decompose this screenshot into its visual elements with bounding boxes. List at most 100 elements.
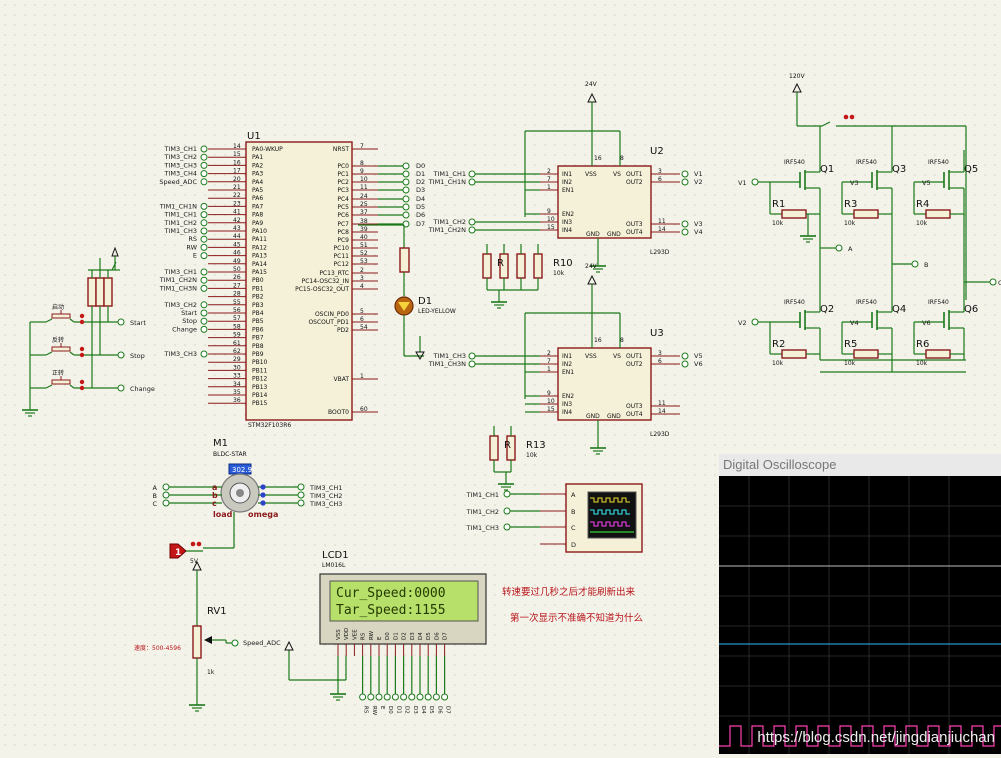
terminal[interactable] [402,195,410,203]
terminal[interactable] [835,244,843,252]
oscilloscope-title[interactable]: Digital Oscilloscope [719,454,1001,476]
terminal[interactable] [117,351,125,359]
terminal[interactable] [367,693,375,701]
terminal[interactable] [408,693,416,701]
pin-number: 36 [233,397,241,404]
terminal[interactable] [402,186,410,194]
terminal[interactable] [468,218,476,226]
terminal[interactable] [200,178,208,186]
terminal[interactable] [200,284,208,292]
terminal[interactable] [162,491,170,499]
terminal[interactable] [200,145,208,153]
terminal[interactable] [200,252,208,260]
terminal[interactable] [681,178,689,186]
terminal[interactable] [989,278,997,286]
terminal[interactable] [200,170,208,178]
terminal[interactable] [402,211,410,219]
terminal[interactable] [400,693,408,701]
terminal[interactable] [200,317,208,325]
terminal[interactable] [681,220,689,228]
pin-number: 33 [233,373,241,380]
button-label: 反转 [52,336,64,344]
inverter-bridge[interactable]: 120VIRF540Q1R110kV1IRF540Q3R310kV3IRF540… [738,73,1001,373]
pin-name: PB12 [252,376,268,383]
oscilloscope-window[interactable]: Digital Oscilloscope https://blog.csdn.n… [719,454,1001,754]
pin-number: 59 [233,332,241,339]
terminal[interactable] [375,693,383,701]
terminal[interactable] [503,507,511,515]
terminal[interactable] [681,352,689,360]
terminal[interactable] [468,170,476,178]
terminal[interactable] [402,162,410,170]
terminal[interactable] [200,153,208,161]
terminal[interactable] [359,693,367,701]
pin-name: IN4 [562,227,572,234]
terminal[interactable] [681,170,689,178]
terminal[interactable] [200,309,208,317]
terminal[interactable] [681,360,689,368]
terminal[interactable] [751,178,759,186]
lcd1[interactable]: LCD1 LM016L Cur_Speed:0000 Tar_Speed:115… [284,550,487,716]
terminal[interactable] [391,693,399,701]
terminal[interactable] [200,276,208,284]
terminal[interactable] [200,243,208,251]
terminal[interactable] [468,360,476,368]
terminal[interactable] [200,325,208,333]
terminal[interactable] [402,203,410,211]
potentiometer-rv1[interactable]: 5V RV1 Speed_ADC 速度：500-4596 1k [134,558,281,712]
terminal[interactable] [200,219,208,227]
terminal[interactable] [503,490,511,498]
terminal[interactable] [200,202,208,210]
mosfet-ref: Q6 [964,304,978,315]
terminal[interactable] [432,693,440,701]
terminal[interactable] [200,301,208,309]
terminal[interactable] [383,693,391,701]
terminal[interactable] [402,170,410,178]
pin-name: IN1 [562,171,572,178]
terminal[interactable] [681,228,689,236]
terminal[interactable] [297,483,305,491]
terminal[interactable] [503,523,511,531]
terminal[interactable] [200,161,208,169]
terminal[interactable] [751,318,759,326]
terminal[interactable] [468,226,476,234]
terminal[interactable] [297,499,305,507]
terminal[interactable] [117,384,125,392]
terminal[interactable] [297,491,305,499]
net-label: D7 [445,706,451,714]
terminal[interactable] [162,499,170,507]
terminal[interactable] [200,211,208,219]
terminal[interactable] [424,693,432,701]
terminal[interactable] [416,693,424,701]
terminal[interactable] [468,352,476,360]
terminal[interactable] [200,227,208,235]
terminal[interactable] [162,483,170,491]
terminal[interactable] [402,178,410,186]
terminal[interactable] [468,178,476,186]
terminal[interactable] [441,693,449,701]
terminal[interactable] [200,268,208,276]
terminal[interactable] [200,350,208,358]
led-d1[interactable]: D1 LED-YELLOW [358,224,456,361]
terminal[interactable] [117,318,125,326]
pin-number: 3 [360,275,364,282]
terminal[interactable] [911,260,919,268]
terminal[interactable] [200,235,208,243]
